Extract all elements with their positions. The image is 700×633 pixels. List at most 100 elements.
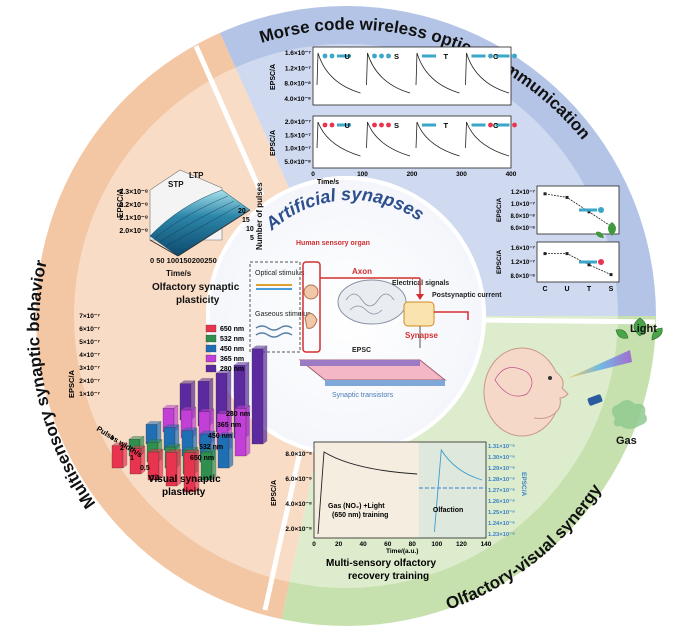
bar-top	[234, 405, 251, 409]
morse-dash	[495, 54, 510, 58]
brain-folds	[345, 293, 395, 315]
olfactory-caption-1: Olfactory synaptic	[152, 282, 240, 293]
y-tick: 8.0×10⁻⁸	[285, 451, 312, 458]
morse-dot	[488, 53, 493, 59]
z-tick: 7×10⁻⁷	[79, 313, 100, 320]
x-label: Time/s	[317, 179, 339, 186]
olfactory-zlabel: EPSC/A	[116, 188, 125, 218]
x-tick: 80	[409, 541, 417, 548]
z-tick: 2×10⁻⁷	[79, 378, 100, 385]
y-tick: 1.0×10⁻⁷	[285, 146, 311, 153]
right-y-tick: 1.24×10⁻⁸	[488, 521, 515, 527]
olfaction-region	[418, 442, 486, 538]
divider-right	[477, 317, 656, 325]
bar-top	[111, 442, 128, 446]
surface-x-axis	[149, 239, 179, 257]
bar-top	[145, 421, 162, 425]
z-tick: 2.3×10⁻⁸	[119, 189, 148, 196]
x-tick: 100	[357, 171, 368, 178]
y-tick: 450 nm	[208, 433, 232, 440]
legend-dash	[579, 260, 597, 264]
bar-top	[233, 362, 250, 366]
morse-dot	[372, 122, 377, 128]
z-tick: 6×10⁻⁷	[79, 326, 100, 333]
right-y-tick: 1.27×10⁻⁸	[488, 488, 515, 494]
x-tick: 20	[335, 541, 343, 548]
morse-dot	[372, 53, 377, 59]
morse-dot	[322, 122, 328, 128]
x-tick: 0.1	[150, 475, 160, 482]
morse-letter: U	[345, 121, 350, 130]
morse-dash	[337, 54, 351, 58]
plot-frame	[536, 241, 620, 283]
y-tick: 365 nm	[217, 422, 241, 429]
bar-top	[216, 410, 233, 414]
caption-2: recovery training	[348, 571, 429, 582]
face-profile	[533, 371, 569, 419]
bar-top	[147, 448, 164, 453]
morse-dot	[386, 53, 391, 59]
legend-swatch	[205, 334, 217, 343]
right-y-tick: 1.30×10⁻⁸	[488, 455, 515, 461]
stp-label: STP	[168, 180, 184, 189]
light-label: Light	[630, 323, 657, 335]
axon-label: Axon	[352, 267, 372, 276]
x-tick: 400	[506, 171, 517, 178]
bar-top	[251, 345, 268, 349]
y-tick: 532 nm	[199, 444, 223, 451]
y-tick: 5	[250, 235, 254, 242]
gaseous-stimulus-label: Gaseous stimulus	[255, 311, 311, 318]
z-tick: 2.2×10⁻⁸	[119, 202, 148, 209]
surface-y-axis	[177, 209, 251, 257]
z-tick: 2.1×10⁻⁸	[119, 215, 148, 222]
bar-top	[163, 424, 180, 428]
morse-letter: S	[394, 52, 399, 61]
olfactory-ylabel: Number of pulses	[255, 182, 264, 250]
bar-top	[197, 378, 214, 382]
right-y-tick: 1.23×10⁻⁸	[488, 532, 515, 538]
right-y-tick: 1.29×10⁻⁸	[488, 466, 515, 472]
blue-sector	[235, 44, 619, 317]
legend-swatch	[205, 364, 217, 373]
bar-front	[217, 435, 230, 469]
y-tick: 4.0×10⁻⁸	[284, 96, 311, 103]
bar-top	[181, 427, 198, 431]
bar-top	[199, 430, 216, 435]
x-tick: 300	[456, 171, 467, 178]
bar-top	[129, 445, 146, 449]
x-tick: 4	[110, 435, 114, 442]
y-tick: 280 nm	[226, 411, 250, 418]
bar-top	[215, 370, 232, 374]
center-diagram: Optical stimulus Gaseous stimulus Human …	[249, 240, 502, 399]
brain-outline-icon	[494, 367, 533, 397]
morse-dot	[512, 122, 517, 128]
right-y-tick: 1.28×10⁻⁸	[488, 477, 515, 483]
bar-top	[179, 380, 196, 384]
morse-trace	[316, 121, 361, 157]
bar-top	[180, 406, 197, 411]
y-tick: 20	[238, 208, 246, 215]
bar-top	[217, 432, 234, 436]
morse-trace	[316, 52, 361, 94]
x-tick: 140	[481, 541, 492, 548]
legend-label: 650 nm	[220, 326, 244, 333]
morse-trace	[465, 52, 510, 94]
bar-front	[251, 348, 264, 445]
bar-top	[128, 436, 145, 440]
gas-cloud-icon	[611, 400, 647, 429]
legend-label: 532 nm	[220, 336, 244, 343]
gas-label: Gas	[616, 435, 637, 447]
legend-label: 450 nm	[220, 346, 244, 353]
nose-icon	[304, 313, 318, 329]
x-tick: 60	[384, 541, 392, 548]
legend-swatch	[205, 344, 217, 353]
right-y-tick: 1.31×10⁻⁸	[488, 444, 515, 450]
bar-top	[198, 408, 215, 412]
bar-top	[200, 448, 217, 453]
transistors-label: Synaptic transistors	[332, 392, 394, 399]
morse-letter: T	[444, 121, 449, 130]
z-tick: 2.0×10⁻⁸	[119, 228, 148, 235]
